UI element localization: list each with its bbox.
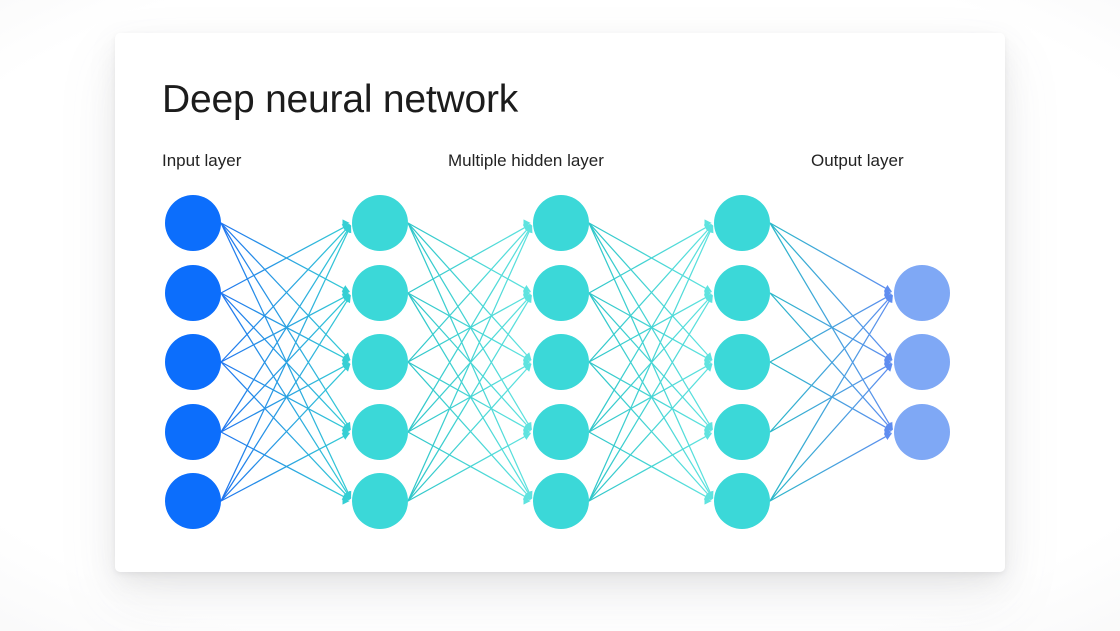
edge-hidden3-to-output (769, 222, 893, 293)
edge-hidden2-to-hidden3 (588, 224, 713, 363)
node-hidden3-4[interactable] (714, 404, 770, 460)
edge-hidden3-to-output (769, 222, 893, 361)
edge-input-to-hidden1 (220, 222, 351, 431)
edge-hidden2-to-hidden3 (588, 362, 713, 433)
edge-hidden3-to-output (769, 293, 893, 363)
layer-label-hidden: Multiple hidden layer (448, 151, 604, 170)
node-hidden1-1[interactable] (352, 195, 408, 251)
edge-hidden3-to-output (769, 222, 894, 431)
edge-hidden1-to-hidden2 (407, 224, 532, 433)
edge-hidden2-to-hidden3 (588, 361, 713, 500)
edge-hidden1-to-hidden2 (407, 292, 532, 362)
node-hidden3-1[interactable] (714, 195, 770, 251)
nodes-group (165, 195, 950, 529)
edge-hidden2-to-hidden3 (588, 224, 713, 433)
node-output-3[interactable] (894, 404, 950, 460)
edge-hidden3-to-output (769, 361, 893, 432)
edge-hidden2-to-hidden3 (588, 432, 713, 502)
edge-hidden1-to-hidden2 (407, 222, 532, 293)
node-hidden2-1[interactable] (533, 195, 589, 251)
edge-hidden2-to-hidden3 (588, 222, 713, 431)
edge-hidden2-to-hidden3 (588, 292, 713, 500)
edge-hidden1-to-hidden2 (407, 432, 532, 502)
edge-input-to-hidden1 (220, 222, 352, 499)
layer-label-input: Input layer (162, 151, 242, 170)
edge-hidden1-to-hidden2 (407, 294, 532, 502)
node-input-4[interactable] (165, 404, 221, 460)
node-hidden1-5[interactable] (352, 473, 408, 529)
edge-hidden1-to-hidden2 (407, 222, 532, 361)
edge-hidden3-to-output (769, 362, 893, 433)
node-hidden1-3[interactable] (352, 334, 408, 390)
edge-hidden2-to-hidden3 (588, 363, 713, 502)
edge-hidden3-to-output (769, 363, 893, 502)
edge-hidden1-to-hidden2 (407, 431, 532, 501)
edge-hidden1-to-hidden2 (407, 222, 533, 499)
edge-hidden2-to-hidden3 (588, 431, 713, 501)
node-hidden1-2[interactable] (352, 265, 408, 321)
edge-hidden3-to-output (769, 432, 893, 502)
edge-input-to-hidden1 (220, 362, 351, 433)
edge-hidden2-to-hidden3 (588, 361, 713, 432)
edge-input-to-hidden1 (220, 222, 351, 361)
edge-input-to-hidden1 (220, 361, 351, 432)
edge-hidden1-to-hidden2 (407, 362, 532, 433)
edge-input-to-hidden1 (220, 223, 351, 294)
edge-hidden1-to-hidden2 (407, 223, 532, 294)
node-hidden3-2[interactable] (714, 265, 770, 321)
edge-hidden2-to-hidden3 (588, 223, 713, 294)
edge-input-to-hidden1 (220, 292, 351, 362)
edge-hidden2-to-hidden3 (588, 222, 713, 293)
edge-hidden1-to-hidden2 (407, 293, 532, 363)
edge-input-to-hidden1 (220, 224, 351, 433)
edge-hidden1-to-hidden2 (407, 361, 532, 500)
diagram-card: Deep neural network Input layer Multiple… (115, 33, 1005, 572)
edge-hidden3-to-output (769, 294, 893, 433)
edge-input-to-hidden1 (220, 225, 352, 502)
node-input-5[interactable] (165, 473, 221, 529)
edge-input-to-hidden1 (220, 431, 351, 501)
layer-label-output: Output layer (811, 151, 904, 170)
edge-hidden1-to-hidden2 (407, 222, 532, 431)
node-hidden3-3[interactable] (714, 334, 770, 390)
node-hidden2-2[interactable] (533, 265, 589, 321)
node-output-1[interactable] (894, 265, 950, 321)
edge-hidden2-to-hidden3 (588, 293, 713, 363)
node-hidden2-3[interactable] (533, 334, 589, 390)
edge-input-to-hidden1 (220, 363, 351, 502)
edge-hidden1-to-hidden2 (407, 361, 532, 432)
node-output-2[interactable] (894, 334, 950, 390)
edge-hidden2-to-hidden3 (588, 292, 713, 362)
edge-input-to-hidden1 (220, 292, 351, 500)
edge-hidden1-to-hidden2 (407, 224, 532, 363)
edge-hidden2-to-hidden3 (588, 294, 713, 502)
page-title: Deep neural network (162, 78, 519, 121)
node-input-1[interactable] (165, 195, 221, 251)
edge-input-to-hidden1 (220, 222, 351, 293)
edge-input-to-hidden1 (220, 432, 351, 502)
node-hidden2-4[interactable] (533, 404, 589, 460)
edge-hidden3-to-output (769, 292, 893, 362)
edge-hidden3-to-output (769, 294, 894, 502)
edge-hidden1-to-hidden2 (407, 225, 533, 502)
edge-input-to-hidden1 (220, 224, 351, 363)
edge-hidden2-to-hidden3 (588, 222, 713, 361)
node-hidden2-5[interactable] (533, 473, 589, 529)
edge-hidden1-to-hidden2 (407, 363, 532, 502)
edge-hidden2-to-hidden3 (588, 222, 714, 499)
node-hidden3-5[interactable] (714, 473, 770, 529)
node-input-2[interactable] (165, 265, 221, 321)
edge-hidden2-to-hidden3 (588, 225, 714, 502)
node-hidden1-4[interactable] (352, 404, 408, 460)
edge-input-to-hidden1 (220, 294, 351, 502)
edges-group (220, 219, 894, 505)
node-input-3[interactable] (165, 334, 221, 390)
edge-input-to-hidden1 (220, 293, 351, 363)
edge-input-to-hidden1 (220, 361, 351, 500)
neural-network-graph (165, 195, 950, 529)
edge-hidden1-to-hidden2 (407, 292, 532, 500)
